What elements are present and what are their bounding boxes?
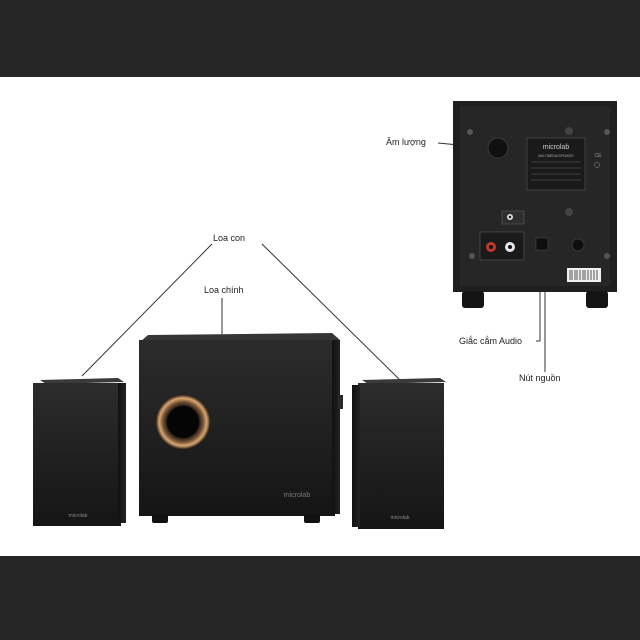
rear-caption: MULTIMEDIA SPEAKER bbox=[538, 154, 574, 158]
label-volume: Âm lượng bbox=[386, 137, 426, 147]
left-speaker-logo: microlab bbox=[69, 513, 88, 519]
main-subwoofer: microlab bbox=[139, 333, 343, 523]
rear-view-subwoofer: microlab MULTIMEDIA SPEAKER CE bbox=[453, 101, 617, 308]
power-switch bbox=[535, 237, 549, 251]
right-satellite-speaker: microlab bbox=[352, 378, 446, 529]
label-satellite: Loa con bbox=[213, 233, 246, 243]
callout-line-left-satellite bbox=[81, 243, 213, 377]
right-speaker-logo: microlab bbox=[391, 515, 410, 521]
label-audio-jack: Giắc cắm Audio bbox=[459, 336, 523, 346]
svg-text:CE: CE bbox=[595, 153, 603, 159]
top-dark-band bbox=[0, 0, 640, 77]
label-main: Loa chính bbox=[204, 285, 244, 295]
rear-logo: microlab bbox=[543, 144, 570, 151]
barcode-sticker bbox=[567, 268, 601, 282]
left-satellite-speaker: microlab bbox=[33, 378, 126, 526]
subwoofer-logo: microlab bbox=[284, 492, 311, 499]
volume-knob bbox=[487, 137, 509, 159]
label-power-button: Nút nguồn bbox=[519, 373, 561, 383]
bottom-dark-band bbox=[0, 556, 640, 640]
callout-line-right-satellite bbox=[261, 243, 403, 383]
